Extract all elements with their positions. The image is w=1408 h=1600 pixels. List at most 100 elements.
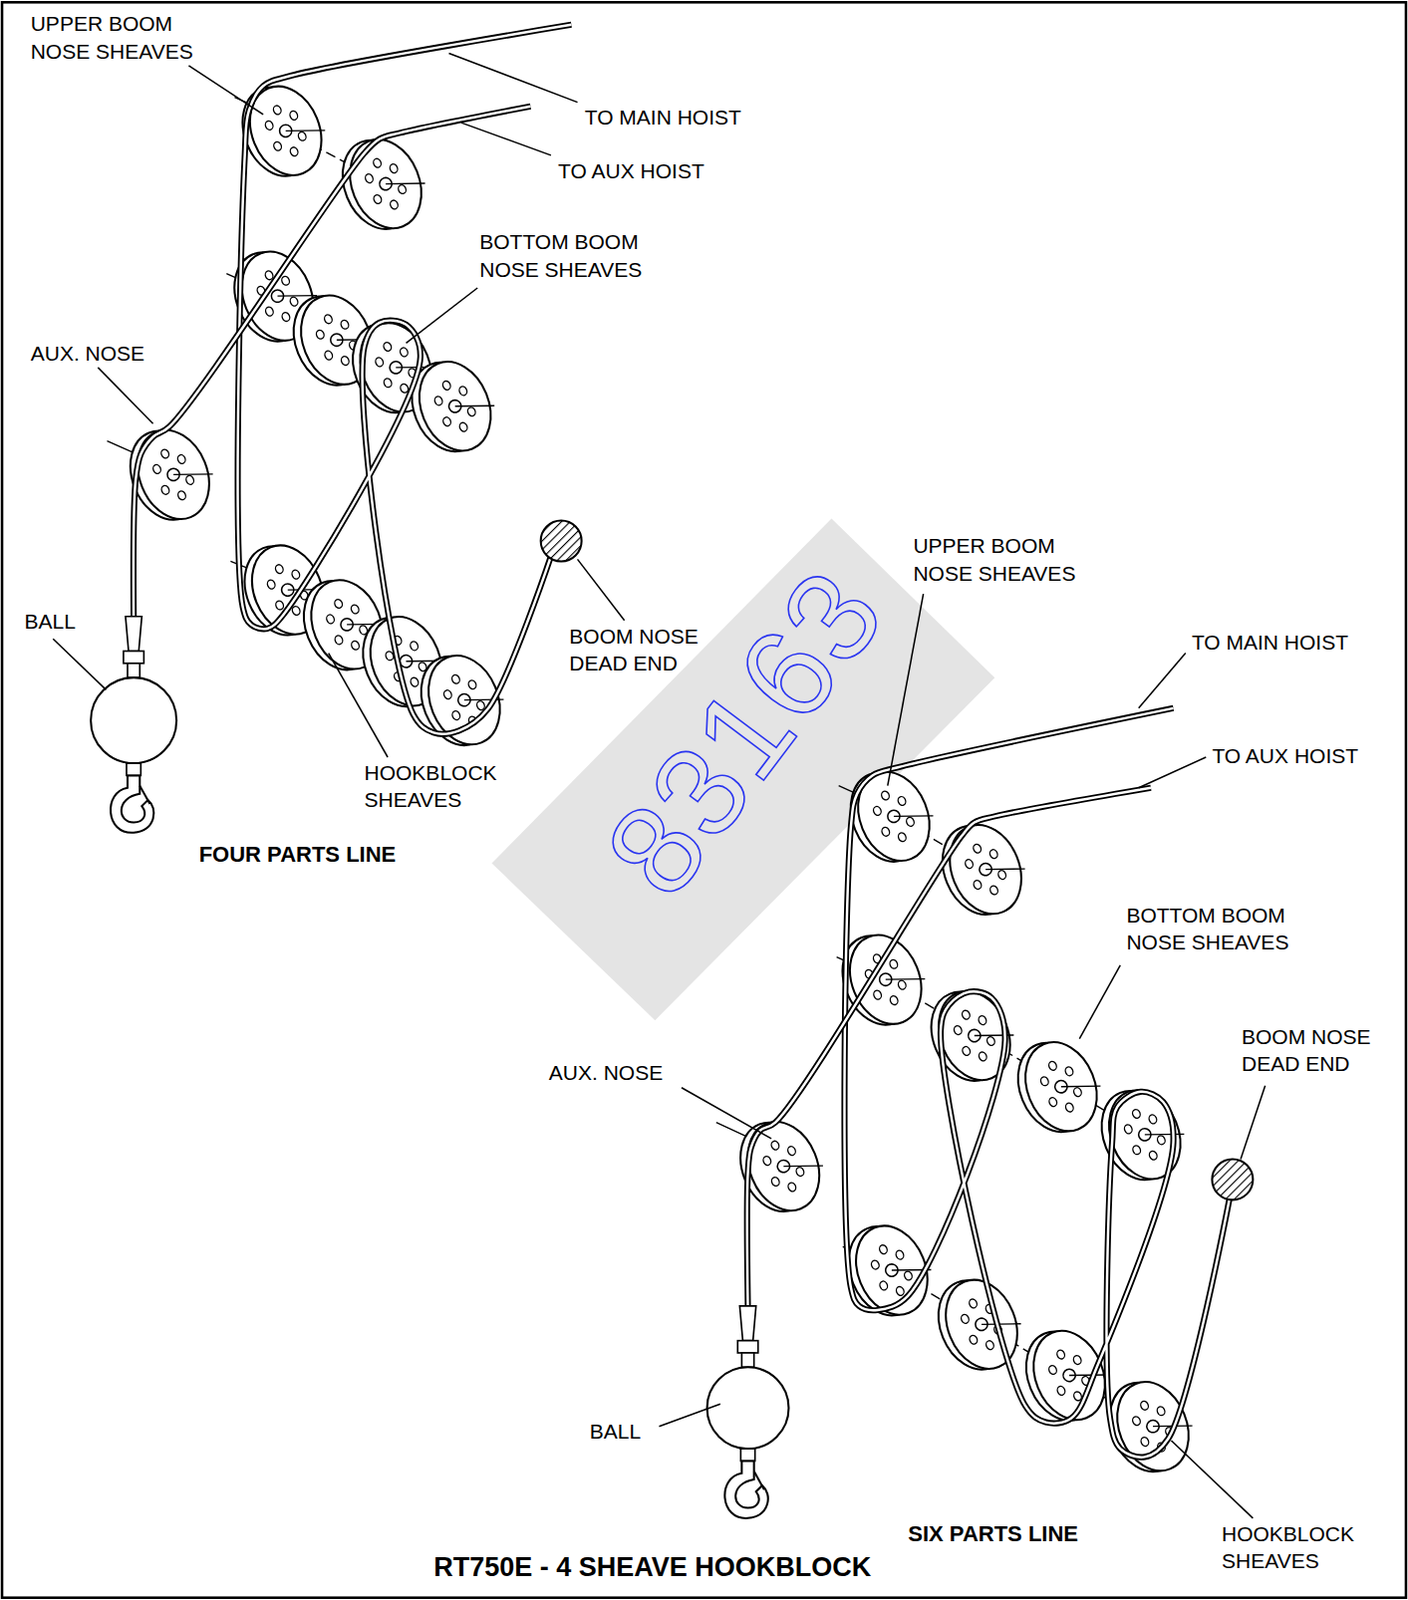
axle-stub [107,441,136,454]
ball-neck [741,1353,754,1368]
sheave-hole [984,1340,995,1352]
sheave-face [937,814,1035,925]
sheave-hole [762,1155,773,1167]
sheave [399,347,507,464]
sheave-hole [888,995,899,1007]
sheave-axle [455,392,496,420]
sheave-hole [442,689,453,701]
sheave-hole [371,157,382,169]
sheave-hole [967,1298,978,1310]
part-label: BOOM NOSE DEAD END [1241,1023,1402,1079]
sheave-hole [985,1035,996,1047]
sheave-hole [997,869,1008,881]
sheave-hole [151,463,162,475]
sheave-hole [339,355,350,367]
sheave-hole [363,173,374,185]
sheave-hole [880,826,891,838]
sheave-hole [770,1139,781,1151]
sheave-hole [795,1165,806,1177]
leader-line [188,65,264,115]
sheave-hole [349,639,360,651]
sheave-hole [458,385,469,397]
sheave-hole [988,884,999,896]
sheave-hole [288,295,299,307]
leader-line [577,559,625,620]
sheave-hole [972,878,983,890]
part-label: UPPER BOOM NOSE SHEAVES [912,532,1093,587]
overhaul-ball [90,616,177,834]
sheave-axle [385,170,426,198]
wire-rope-outer [844,708,1230,1458]
sheave-hole [281,311,291,323]
sheave-hole [871,805,882,817]
sheave-hole [1123,1124,1133,1135]
sheave-hole [458,421,469,433]
leader-line [1170,1440,1253,1519]
sheave-hole [339,318,350,330]
socket-pin [737,1341,758,1354]
part-label: BOTTOM BOOM NOSE SHEAVES [1126,901,1306,957]
sheave-hole [786,1145,797,1157]
part-label: HOOKBLOCK SHEAVES [364,759,545,815]
sheave-hole [288,146,299,158]
ball-weight [707,1367,790,1449]
sheave-hole [388,163,399,175]
sheave-hole [1048,1097,1059,1109]
sheave-hole [333,597,344,609]
part-label: BOTTOM BOOM NOSE SHEAVES [479,228,659,283]
part-label: AUX. NOSE [549,1059,663,1087]
sheave-axle [173,461,214,489]
sheave-hole [1147,1149,1158,1161]
wire-rope-inner [844,708,1230,1458]
sheave-hole [264,305,275,317]
sheave-hole [160,448,171,460]
part-label: BALL [589,1417,641,1445]
sheave-hole [888,958,899,970]
part-label: TO AUX HOIST [1211,742,1359,770]
sheave-hole [160,484,171,496]
part-label: BALL [24,607,76,635]
sheave-hole [176,453,187,465]
sheave-axle [893,803,934,831]
sheave-hole [1155,1134,1166,1146]
wire-rope-inner [133,106,531,619]
sheave-hole [902,1270,913,1282]
sheave-hole [1155,1406,1166,1417]
wire-rope-inner [747,788,1151,1309]
sheave-axle [285,117,326,145]
leader-line [461,122,552,156]
sheave-hole [467,679,478,691]
sheave-hole [314,328,325,340]
sheave-axle [885,965,926,993]
sheave-hole [877,1244,888,1256]
sheave [929,811,1037,927]
sheave-hole [1130,1415,1141,1427]
sheave-hole [266,578,277,590]
sheave-hole [272,140,282,152]
leader-line [97,367,153,424]
leader-line [1079,965,1121,1040]
sheave-hole [372,193,383,205]
part-label: TO AUX HOIST [558,157,705,185]
sheave-hole [349,603,360,615]
sheave-hole [322,313,333,325]
sheave [727,1108,835,1224]
sheave-hole [281,275,291,286]
sheave-hole [176,490,187,502]
sheave-hole [896,795,907,807]
leader-line [449,52,578,102]
sheave-hole [1147,1114,1158,1126]
sheave-hole [441,416,452,428]
sheave-hole [952,1025,963,1037]
sheave-hole [1072,1355,1083,1367]
sheave-face [336,128,434,240]
part-label: TO MAIN HOIST [584,103,742,131]
sheave-hole [466,406,477,418]
sheave-hole [961,1045,972,1057]
sheave-hole [977,1015,988,1027]
sheave-hole [977,1051,988,1063]
wire-rope-outer [133,106,531,619]
sheave-hole [1047,1364,1058,1376]
rope-socket [739,1306,756,1342]
sheave-hole [185,474,196,486]
